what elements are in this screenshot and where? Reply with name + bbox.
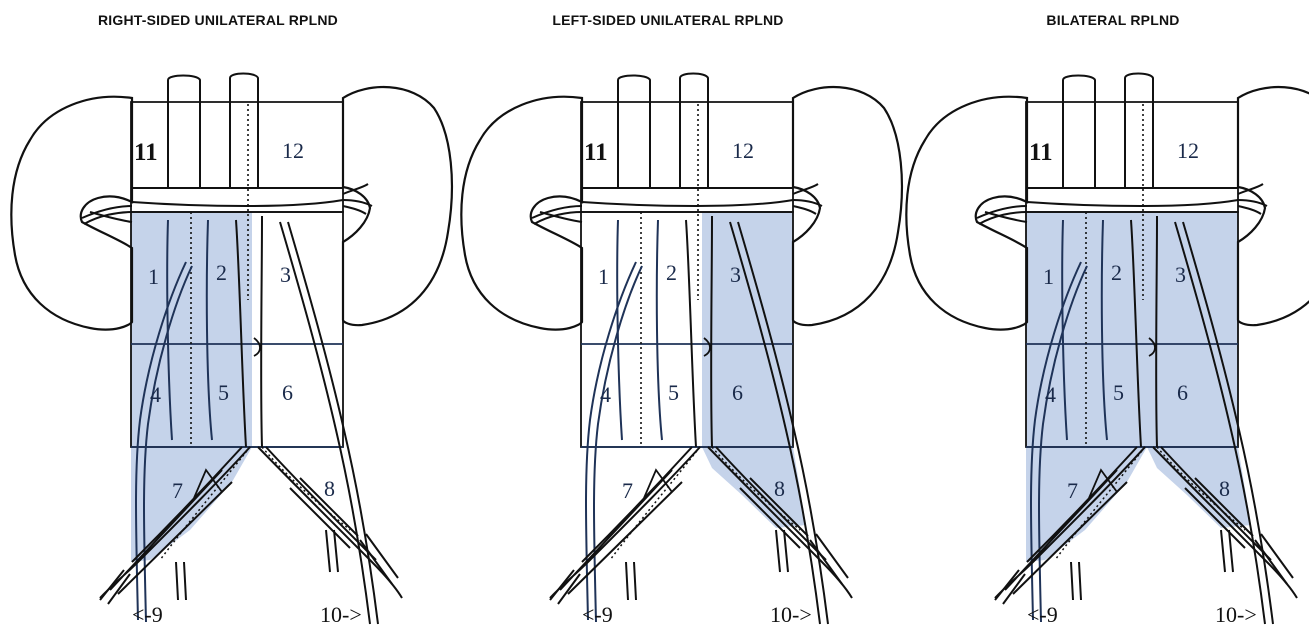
zone-label-6: 6 <box>1177 380 1188 405</box>
right-renal-vessels <box>82 206 132 224</box>
anatomy-diagram: 11 12 1 2 3 4 5 6 7 8 <-9 10-> <box>0 0 436 640</box>
left-kidney <box>343 87 452 325</box>
zone-label-8: 8 <box>1219 476 1230 501</box>
zone-label-2: 2 <box>216 260 227 285</box>
zone-label-12: 12 <box>1177 138 1199 163</box>
zone-label-3: 3 <box>1175 262 1186 287</box>
zone-label-4: 4 <box>600 382 611 407</box>
panel-left-sided: LEFT-SIDED UNILATERAL RPLND <box>450 0 886 640</box>
iliac-vessels-right-side <box>258 447 402 598</box>
ivc-upper <box>618 76 650 189</box>
zone-label-11: 11 <box>584 139 608 166</box>
ureter-crossing-right <box>776 530 848 584</box>
zone-label-3: 3 <box>280 262 291 287</box>
anatomy-diagram: 11 12 1 2 3 4 5 6 7 8 <-9 10-> <box>450 0 886 640</box>
zone-label-6: 6 <box>732 380 743 405</box>
ureter-crossing-right <box>326 530 398 584</box>
small-hook-icon <box>254 338 260 356</box>
zone-label-12: 12 <box>732 138 754 163</box>
renal-confluence <box>1027 188 1238 206</box>
upper-box <box>1026 102 1238 212</box>
arrow-label-10: 10-> <box>1215 602 1257 627</box>
renal-confluence <box>132 188 343 206</box>
ureter-crossing-right <box>1221 530 1293 584</box>
zone-3-shade <box>252 212 343 344</box>
iliac-vessels-left-side <box>550 447 700 598</box>
right-renal-vessels <box>977 206 1027 224</box>
right-renal-vessels <box>532 206 582 224</box>
renal-confluence <box>582 188 793 206</box>
panel-bilateral: BILATERAL RPLND <box>895 0 1309 640</box>
zone-label-2: 2 <box>666 260 677 285</box>
zone-label-5: 5 <box>218 380 229 405</box>
zone-3-shade <box>702 212 793 344</box>
upper-box <box>131 102 343 212</box>
arrow-label-9: <-9 <box>582 602 613 627</box>
zone-label-5: 5 <box>668 380 679 405</box>
zone-label-8: 8 <box>324 476 335 501</box>
zone-6-shade <box>1147 344 1238 447</box>
zone-label-4: 4 <box>150 382 161 407</box>
zone-6-shade <box>252 344 343 447</box>
arrow-label-10: 10-> <box>770 602 812 627</box>
zone-label-5: 5 <box>1113 380 1124 405</box>
ivc-upper <box>1063 76 1095 189</box>
zone-label-7: 7 <box>172 478 183 503</box>
zone-label-11: 11 <box>1029 139 1053 166</box>
aorta-upper <box>230 74 258 189</box>
arrow-label-10: 10-> <box>320 602 362 627</box>
panel-right-sided: RIGHT-SIDED UNILATERAL RPLND <box>0 0 436 640</box>
zone-label-1: 1 <box>598 264 609 289</box>
zone-label-6: 6 <box>282 380 293 405</box>
left-kidney <box>793 87 902 325</box>
zone-label-1: 1 <box>148 264 159 289</box>
left-kidney <box>1238 87 1309 325</box>
zone-label-1: 1 <box>1043 264 1054 289</box>
ivc-upper <box>168 76 200 189</box>
upper-box <box>581 102 793 212</box>
zone-label-8: 8 <box>774 476 785 501</box>
zone-label-12: 12 <box>282 138 304 163</box>
zone-label-4: 4 <box>1045 382 1056 407</box>
anatomy-diagram: 11 12 1 2 3 4 5 6 7 8 <-9 10-> <box>895 0 1309 640</box>
zone-3-shade <box>1147 212 1238 344</box>
zone-label-3: 3 <box>730 262 741 287</box>
zone-label-2: 2 <box>1111 260 1122 285</box>
ivc-lower <box>617 220 662 440</box>
aorta-upper <box>680 74 708 189</box>
zone-label-7: 7 <box>622 478 633 503</box>
zone-6-shade <box>702 344 793 447</box>
zone-label-7: 7 <box>1067 478 1078 503</box>
arrow-label-9: <-9 <box>132 602 163 627</box>
zone-label-11: 11 <box>134 139 158 166</box>
arrow-label-9: <-9 <box>1027 602 1058 627</box>
aorta-upper <box>1125 74 1153 189</box>
